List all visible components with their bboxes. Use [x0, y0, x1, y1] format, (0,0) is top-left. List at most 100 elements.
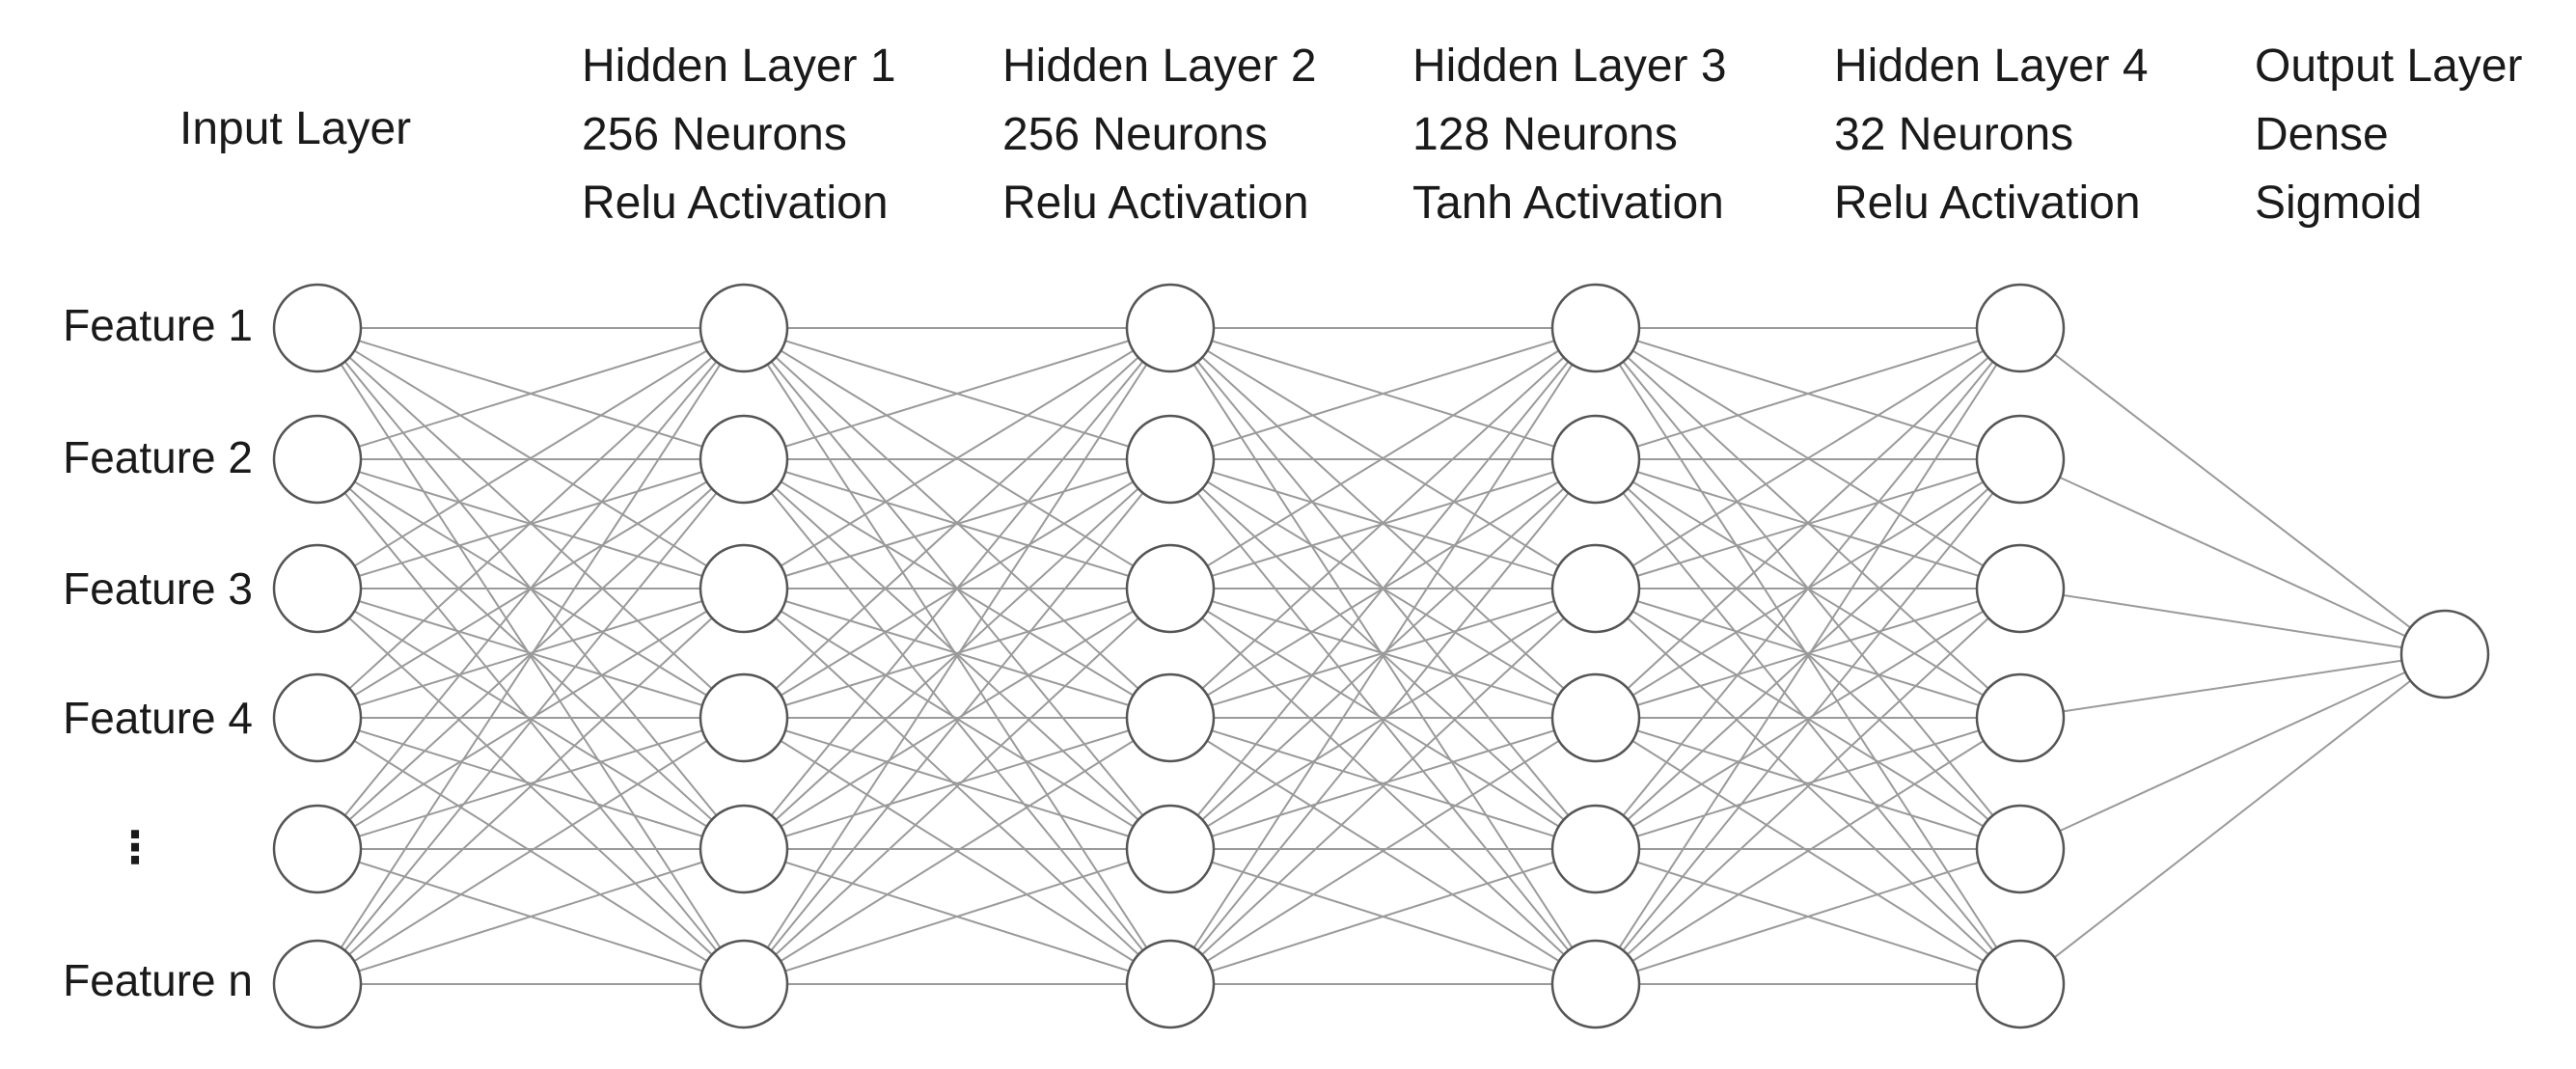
edge-l0-n4-to-l1-n2: [316, 588, 745, 850]
neuron-layer-0-node-4: [272, 804, 363, 894]
neuron-layer-4-node-5: [1975, 939, 2066, 1029]
edge-l1-n4-to-l2-n2: [743, 588, 1171, 850]
edge-l0-n5-to-l1-n0: [316, 327, 745, 985]
edge-l2-n3-to-l3-n0: [1169, 327, 1597, 719]
header-line: Relu Activation: [1834, 178, 2141, 229]
header-line: 128 Neurons: [1412, 109, 1678, 160]
neuron-layer-3-node-0: [1550, 283, 1641, 373]
neuron-layer-2-node-5: [1125, 939, 1216, 1029]
edge-l1-n4-to-l2-n0: [743, 327, 1171, 850]
header-hidden-layer-4: Hidden Layer 4 32 Neurons Relu Activatio…: [1834, 32, 2149, 237]
edge-l1-n5-to-l2-n0: [743, 327, 1171, 985]
edge-l4-n3-to-l5-n0: [2019, 653, 2446, 719]
header-line: 32 Neurons: [1834, 109, 2074, 160]
edge-l4-n2-to-l5-n0: [2019, 588, 2446, 655]
header-line: Dense: [2255, 109, 2389, 160]
neuron-layer-2-node-2: [1125, 543, 1216, 634]
feature-label-2: Feature 2: [63, 432, 253, 482]
header-line: Sigmoid: [2255, 178, 2423, 229]
edge-l2-n2-to-l3-n0: [1169, 327, 1597, 589]
edge-l1-n2-to-l2-n0: [743, 327, 1171, 589]
neuron-layer-0-node-5: [272, 939, 363, 1029]
edge-l3-n5-to-l4-n0: [1595, 327, 2021, 985]
header-line: 256 Neurons: [1002, 109, 1268, 160]
neuron-layer-4-node-0: [1975, 283, 2066, 373]
edge-l0-n2-to-l1-n0: [316, 327, 745, 589]
neuron-layer-0-node-3: [272, 672, 363, 763]
edge-l3-n4-to-l4-n3: [1595, 717, 2021, 850]
neuron-nodes: [272, 283, 2490, 1029]
neuron-layer-1-node-3: [699, 672, 789, 763]
edge-l3-n1-to-l4-n0: [1595, 327, 2021, 460]
edge-l0-n4-to-l1-n0: [316, 327, 745, 850]
edge-l3-n3-to-l4-n0: [1595, 327, 2021, 719]
edge-l3-n2-to-l4-n0: [1595, 327, 2021, 589]
header-line: Hidden Layer 2: [1002, 41, 1317, 92]
neuron-layer-2-node-0: [1125, 283, 1216, 373]
neuron-layer-2-node-1: [1125, 414, 1216, 505]
neuron-layer-1-node-0: [699, 283, 789, 373]
edge-l1-n5-to-l2-n1: [743, 458, 1171, 985]
header-line: Hidden Layer 1: [582, 41, 896, 92]
edge-l1-n5-to-l2-n4: [743, 848, 1171, 985]
header-input-layer: Input Layer: [179, 95, 411, 163]
edge-l2-n5-to-l3-n3: [1169, 717, 1597, 985]
feature-label-4: Feature 4: [63, 693, 253, 743]
edge-l2-n4-to-l3-n1: [1169, 458, 1597, 850]
edge-l0-n5-to-l1-n3: [316, 717, 745, 985]
edge-l0-n5-to-l1-n4: [316, 848, 745, 985]
neuron-layer-4-node-1: [1975, 414, 2066, 505]
edge-l1-n1-to-l2-n0: [743, 327, 1171, 460]
neuron-layer-3-node-1: [1550, 414, 1641, 505]
feature-label-ellipsis: ⋮: [113, 822, 157, 872]
edge-l0-n3-to-l1-n0: [316, 327, 745, 719]
edge-l3-n5-to-l4-n1: [1595, 458, 2021, 985]
edge-l2-n1-to-l3-n0: [1169, 327, 1597, 460]
neuron-layer-4-node-4: [1975, 804, 2066, 894]
feature-label-1: Feature 1: [63, 300, 253, 350]
edge-l3-n5-to-l4-n4: [1595, 848, 2021, 985]
neuron-layer-2-node-4: [1125, 804, 1216, 894]
header-hidden-layer-2: Hidden Layer 2 256 Neurons Relu Activati…: [1002, 32, 1317, 237]
header-line: Hidden Layer 4: [1834, 41, 2149, 92]
edge-l3-n4-to-l4-n0: [1595, 327, 2021, 850]
edge-l2-n4-to-l3-n0: [1169, 327, 1597, 850]
neuron-layer-3-node-5: [1550, 939, 1641, 1029]
header-line: 256 Neurons: [582, 109, 847, 160]
edge-l2-n4-to-l3-n2: [1169, 588, 1597, 850]
edge-l2-n5-to-l3-n0: [1169, 327, 1597, 985]
neuron-layer-3-node-3: [1550, 672, 1641, 763]
edge-l0-n4-to-l1-n1: [316, 458, 745, 850]
neuron-layer-5-node-0: [2399, 609, 2490, 699]
edge-l1-n5-to-l2-n2: [743, 588, 1171, 985]
edge-l4-n4-to-l5-n0: [2019, 653, 2446, 850]
edge-l1-n5-to-l2-n3: [743, 717, 1171, 985]
edge-l4-n5-to-l5-n0: [2019, 653, 2446, 985]
header-line: Relu Activation: [1002, 178, 1309, 229]
edge-l3-n5-to-l4-n3: [1595, 717, 2021, 985]
edge-l0-n4-to-l1-n3: [316, 717, 745, 850]
edge-l2-n5-to-l3-n4: [1169, 848, 1597, 985]
neuron-layer-1-node-1: [699, 414, 789, 505]
header-output-layer: Output Layer Dense Sigmoid: [2255, 32, 2523, 237]
neuron-layer-0-node-0: [272, 283, 363, 373]
neuron-layer-2-node-3: [1125, 672, 1216, 763]
edge-l2-n4-to-l3-n3: [1169, 717, 1597, 850]
edge-l4-n0-to-l5-n0: [2019, 327, 2446, 655]
header-hidden-layer-1: Hidden Layer 1 256 Neurons Relu Activati…: [582, 32, 896, 237]
edge-l2-n5-to-l3-n1: [1169, 458, 1597, 985]
edge-l0-n5-to-l1-n2: [316, 588, 745, 985]
neuron-layer-1-node-5: [699, 939, 789, 1029]
neuron-layer-1-node-4: [699, 804, 789, 894]
edge-l2-n5-to-l3-n2: [1169, 588, 1597, 985]
feature-label-3: Feature 3: [63, 563, 253, 614]
header-line: Input Layer: [179, 103, 412, 154]
neuron-layer-4-node-2: [1975, 543, 2066, 634]
connection-edges: [316, 327, 2446, 985]
neuron-layer-0-node-1: [272, 414, 363, 505]
neuron-layer-0-node-2: [272, 543, 363, 634]
edge-l1-n4-to-l2-n1: [743, 458, 1171, 850]
neuron-layer-3-node-2: [1550, 543, 1641, 634]
neuron-layer-1-node-2: [699, 543, 789, 634]
